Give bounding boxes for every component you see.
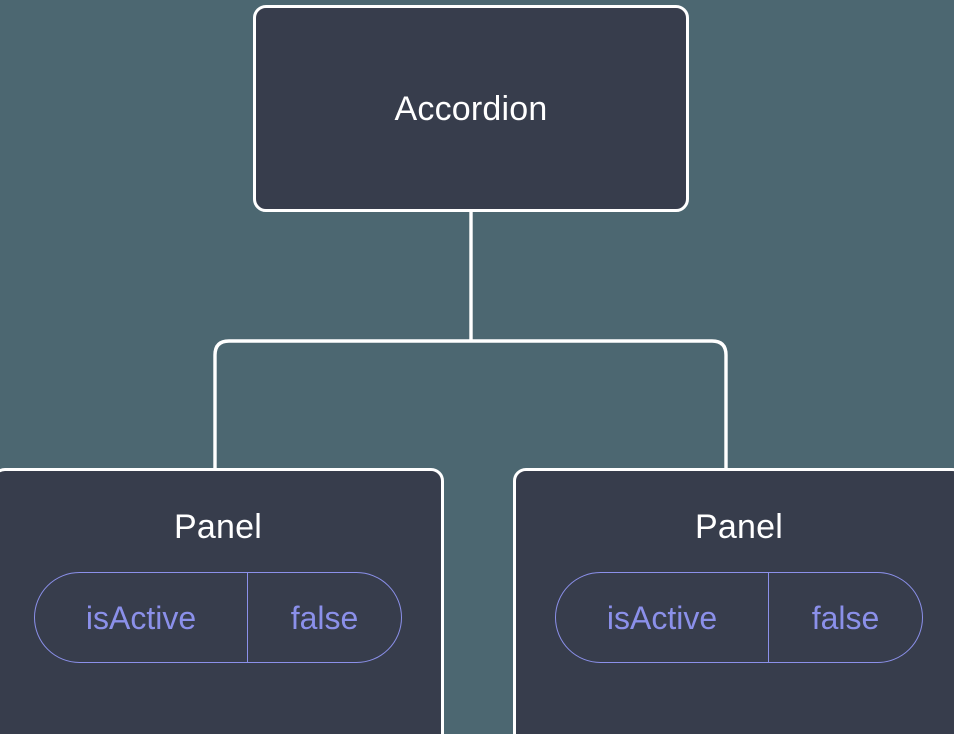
node-panel-2[interactable]: Panel isActive false [513,468,954,734]
node-accordion[interactable]: Accordion [253,5,689,212]
prop-value-panel-1: false [290,599,359,636]
prop-pill-panel-1[interactable]: isActive false [34,572,402,663]
node-panel-2-label: Panel [695,508,783,546]
prop-key-panel-2: isActive [556,573,769,662]
prop-key-panel-1: isActive [35,573,248,662]
edge-child-bus [213,339,728,471]
node-panel-1[interactable]: Panel isActive false [0,468,444,734]
prop-pill-panel-2[interactable]: isActive false [555,572,923,663]
prop-value-panel-2: false [811,599,880,636]
node-accordion-label: Accordion [394,89,548,128]
node-panel-1-label: Panel [174,508,262,546]
